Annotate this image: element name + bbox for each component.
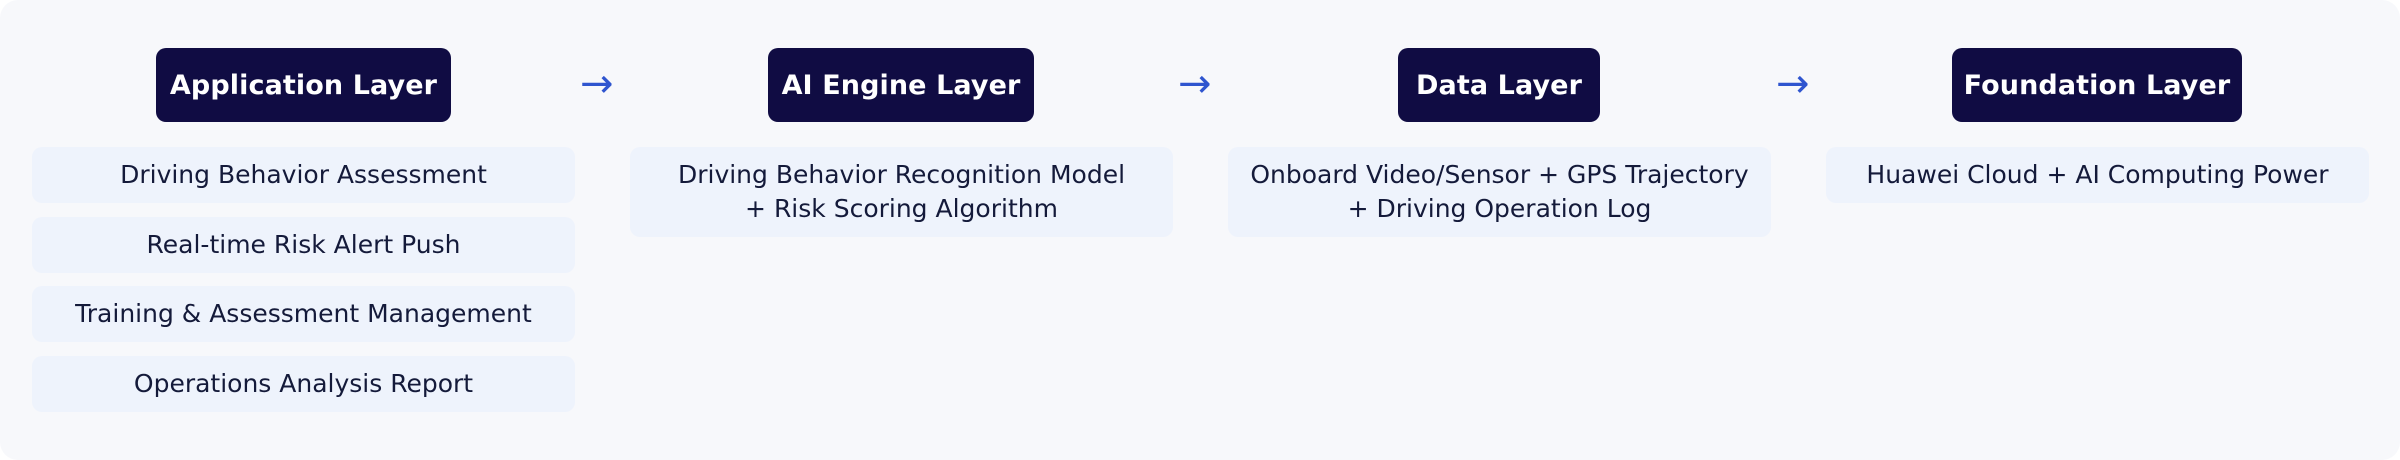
layer-item: Driving Behavior Recognition Model + Ris…	[630, 147, 1173, 237]
layer-item: Huawei Cloud + AI Computing Power	[1826, 147, 2369, 203]
arrow-right-icon: →	[1178, 61, 1212, 107]
layer-item: Real-time Risk Alert Push	[32, 217, 575, 273]
layer-header-foundation: Foundation Layer	[1952, 48, 2242, 122]
layer-item: Driving Behavior Assessment	[32, 147, 575, 203]
layer-item: Operations Analysis Report	[32, 356, 575, 412]
arrow-right-icon: →	[580, 61, 614, 107]
layer-header-application: Application Layer	[156, 48, 451, 122]
layer-item: Training & Assessment Management	[32, 286, 575, 342]
arrow-right-icon: →	[1776, 61, 1810, 107]
layer-header-data: Data Layer	[1398, 48, 1600, 122]
layer-item: Onboard Video/Sensor + GPS Trajectory + …	[1228, 147, 1771, 237]
layer-header-ai-engine: AI Engine Layer	[768, 48, 1034, 122]
